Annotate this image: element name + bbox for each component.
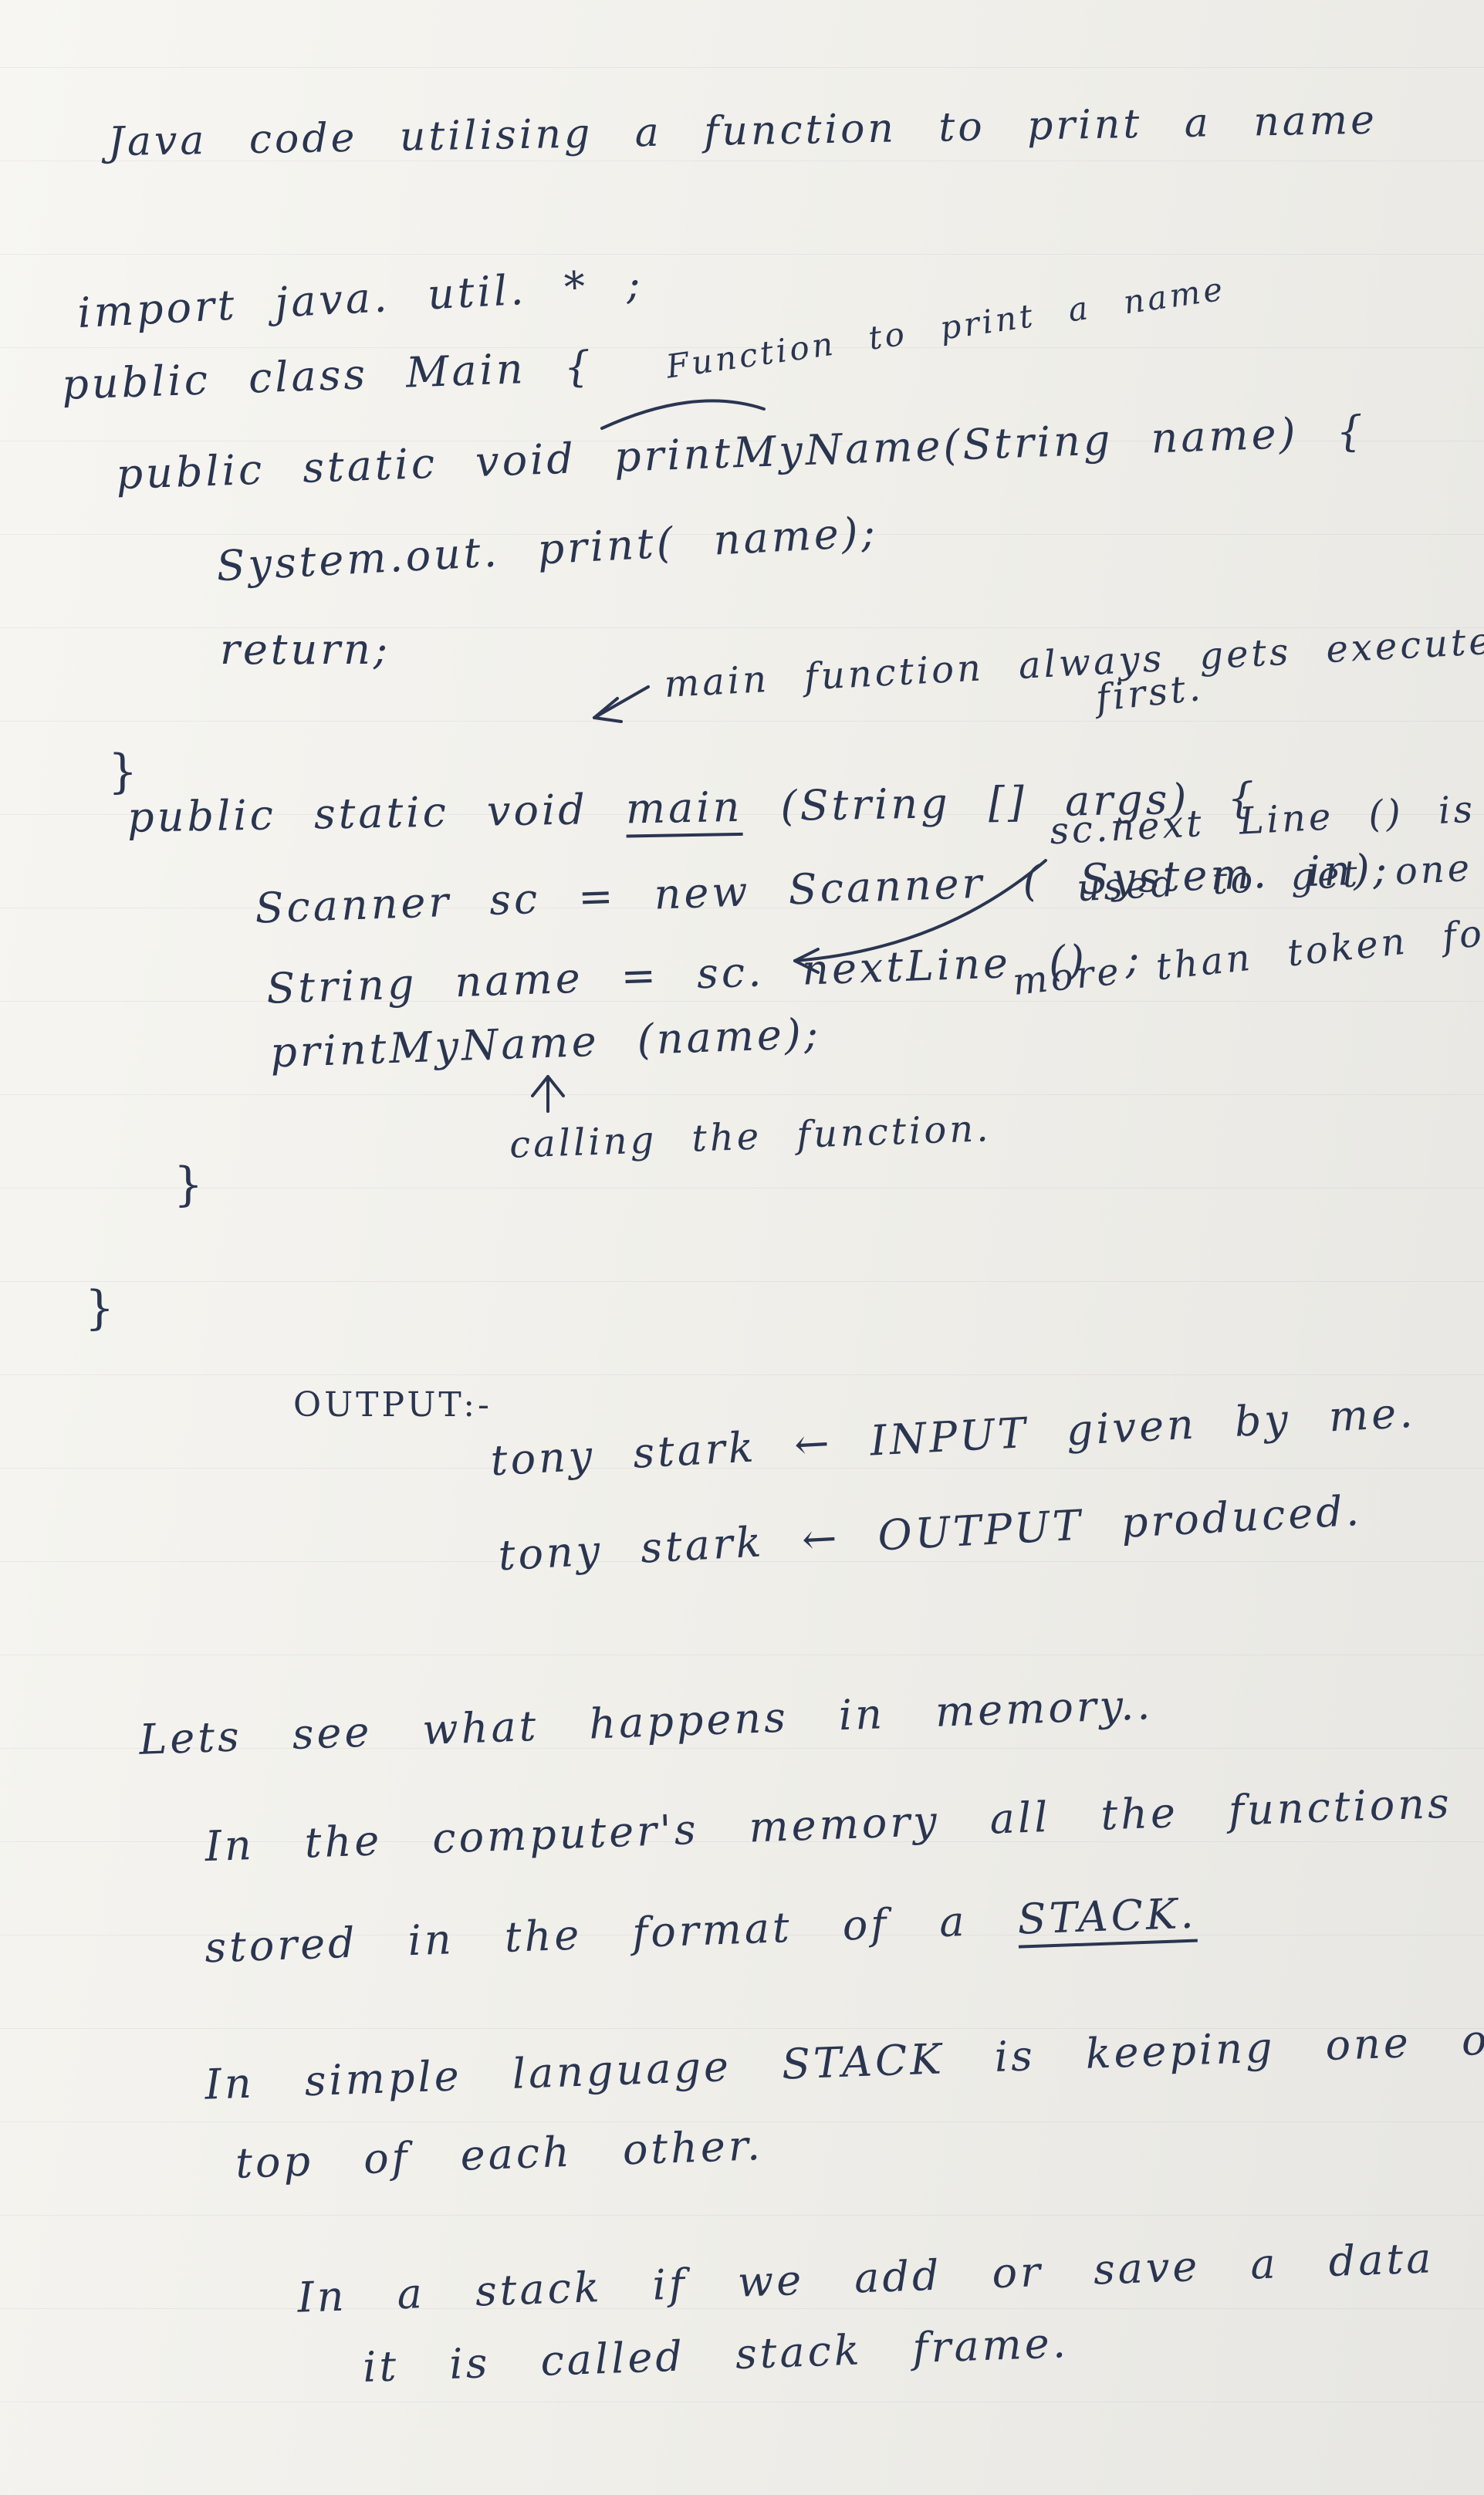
main-arrow (593, 685, 650, 719)
main-arrowhead (593, 697, 623, 723)
function-bracket (600, 399, 766, 430)
output-label: OUTPUT:- (293, 1385, 492, 1425)
main-close-brace: } (174, 1158, 207, 1212)
nextline-arrowhead (793, 948, 820, 974)
class-close-brace: } (85, 1281, 118, 1335)
call-arrowhead (531, 1075, 565, 1097)
function-close-brace: } (108, 745, 141, 799)
nextline-arrow (793, 859, 1047, 962)
code-return: return; (220, 625, 391, 674)
